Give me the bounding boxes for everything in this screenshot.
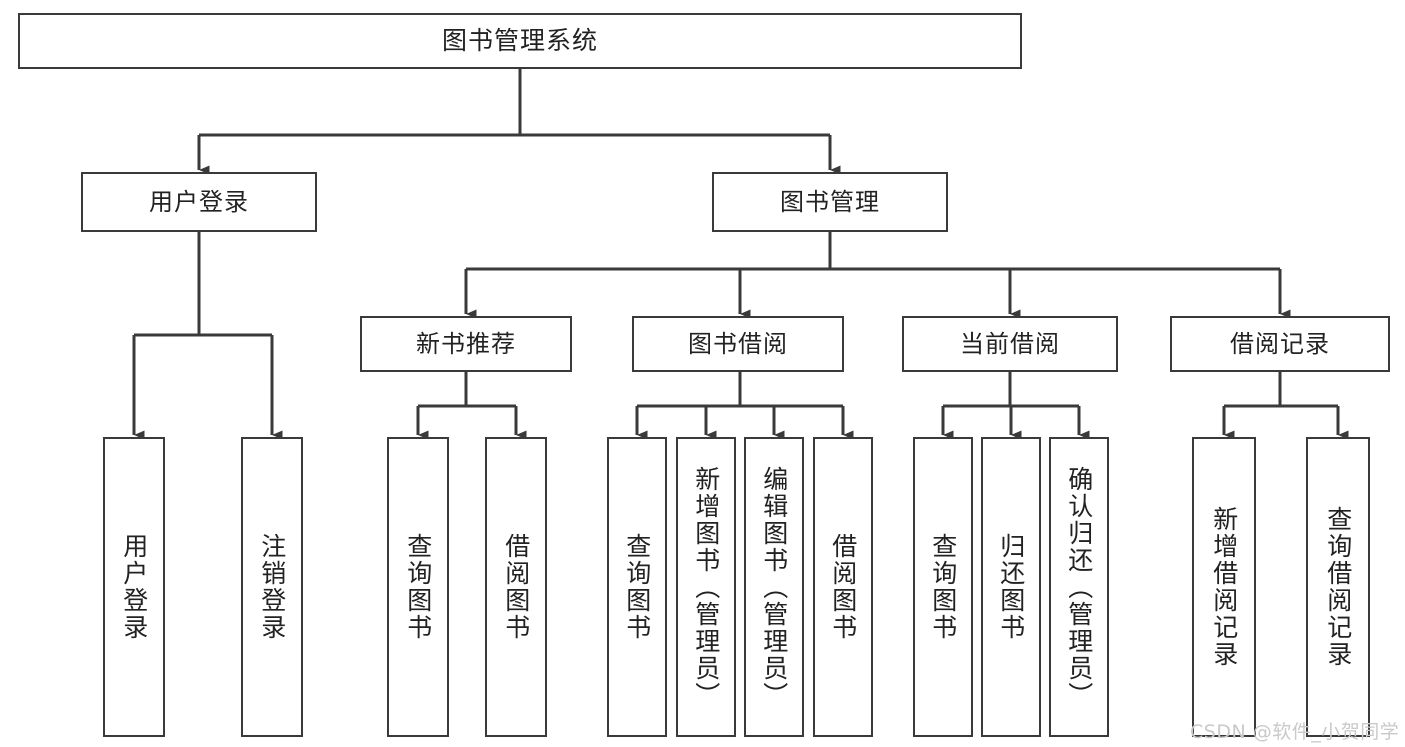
node-new-book-recommend[interactable]: 新书推荐 bbox=[360, 316, 572, 372]
leaf-edit-book[interactable]: 编辑图书（管理员） bbox=[744, 437, 804, 737]
leaf-user-login[interactable]: 用户登录 bbox=[103, 437, 165, 737]
leaf-query-book-current[interactable]: 查询图书 bbox=[913, 437, 973, 737]
leaf-confirm-return-label: 确认归还（管理员） bbox=[1064, 465, 1094, 709]
node-current-borrow-label: 当前借阅 bbox=[960, 329, 1060, 358]
node-book-borrow[interactable]: 图书借阅 bbox=[632, 316, 844, 372]
leaf-add-borrow-record-label: 新增借阅记录 bbox=[1209, 506, 1239, 668]
leaf-query-borrow-record-label: 查询借阅记录 bbox=[1323, 506, 1353, 668]
leaf-query-book-current-label: 查询图书 bbox=[928, 533, 958, 641]
leaf-borrow-book[interactable]: 借阅图书 bbox=[813, 437, 873, 737]
node-root[interactable]: 图书管理系统 bbox=[18, 13, 1022, 69]
node-current-borrow[interactable]: 当前借阅 bbox=[902, 316, 1118, 372]
node-user-login[interactable]: 用户登录 bbox=[81, 172, 317, 232]
leaf-add-borrow-record[interactable]: 新增借阅记录 bbox=[1192, 437, 1256, 737]
leaf-query-borrow-record[interactable]: 查询借阅记录 bbox=[1306, 437, 1370, 737]
leaf-edit-book-label: 编辑图书（管理员） bbox=[759, 465, 789, 709]
node-borrow-record-label: 借阅记录 bbox=[1230, 329, 1330, 358]
leaf-confirm-return[interactable]: 确认归还（管理员） bbox=[1049, 437, 1109, 737]
leaf-add-book[interactable]: 新增图书（管理员） bbox=[676, 437, 736, 737]
node-book-borrow-label: 图书借阅 bbox=[688, 329, 788, 358]
leaf-return-book-label: 归还图书 bbox=[996, 533, 1026, 641]
leaf-borrow-book-recommend-label: 借阅图书 bbox=[501, 533, 531, 641]
leaf-query-book-recommend[interactable]: 查询图书 bbox=[387, 437, 449, 737]
leaf-query-book-borrow-label: 查询图书 bbox=[622, 533, 652, 641]
leaf-add-book-label: 新增图书（管理员） bbox=[691, 465, 721, 709]
leaf-user-logout[interactable]: 注销登录 bbox=[241, 437, 303, 737]
csdn-watermark: CSDN @软件_小贺同学 bbox=[1190, 721, 1400, 743]
node-user-login-label: 用户登录 bbox=[149, 187, 249, 216]
node-book-manage[interactable]: 图书管理 bbox=[712, 172, 948, 232]
node-book-manage-label: 图书管理 bbox=[780, 187, 880, 216]
leaf-user-login-label: 用户登录 bbox=[119, 533, 149, 641]
leaf-borrow-book-recommend[interactable]: 借阅图书 bbox=[485, 437, 547, 737]
node-root-label: 图书管理系统 bbox=[441, 26, 598, 55]
leaf-query-book-recommend-label: 查询图书 bbox=[403, 533, 433, 641]
leaf-user-logout-label: 注销登录 bbox=[257, 533, 287, 641]
node-borrow-record[interactable]: 借阅记录 bbox=[1170, 316, 1390, 372]
node-new-book-recommend-label: 新书推荐 bbox=[416, 329, 516, 358]
leaf-borrow-book-label: 借阅图书 bbox=[828, 533, 858, 641]
leaf-return-book[interactable]: 归还图书 bbox=[981, 437, 1041, 737]
leaf-query-book-borrow[interactable]: 查询图书 bbox=[607, 437, 667, 737]
